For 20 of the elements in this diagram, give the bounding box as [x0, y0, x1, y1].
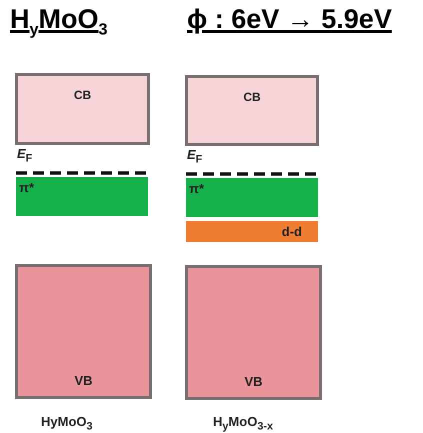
d-d-band: [186, 221, 318, 242]
band-label: π*: [189, 181, 204, 196]
work-function-heading: ϕ : 6eV → 5.9eV: [187, 6, 392, 33]
title: H$_{y}$MoO$_{3}$: [10, 6, 108, 38]
column-caption: H$_{y}$MoO$_{3-x}$: [213, 414, 273, 433]
conduction-band-box: [15, 73, 150, 145]
band-label: VB: [74, 373, 93, 388]
pi-star-band: [16, 177, 148, 216]
column-caption: HyMoO$_{3}$: [41, 414, 93, 433]
conduction-band-box: [185, 75, 319, 146]
fermi-level-label: E$_{F}$: [17, 146, 32, 165]
band-label: π*: [19, 180, 34, 195]
band-label: d-d: [282, 224, 302, 239]
valence-band-box: [185, 265, 322, 400]
band-label: CB: [243, 90, 261, 104]
pi-star-band: [186, 178, 318, 217]
band-label: VB: [244, 374, 263, 389]
valence-band-box: [15, 264, 152, 399]
band-label: CB: [74, 88, 92, 102]
fermi-level-label: E$_{F}$: [187, 147, 202, 166]
